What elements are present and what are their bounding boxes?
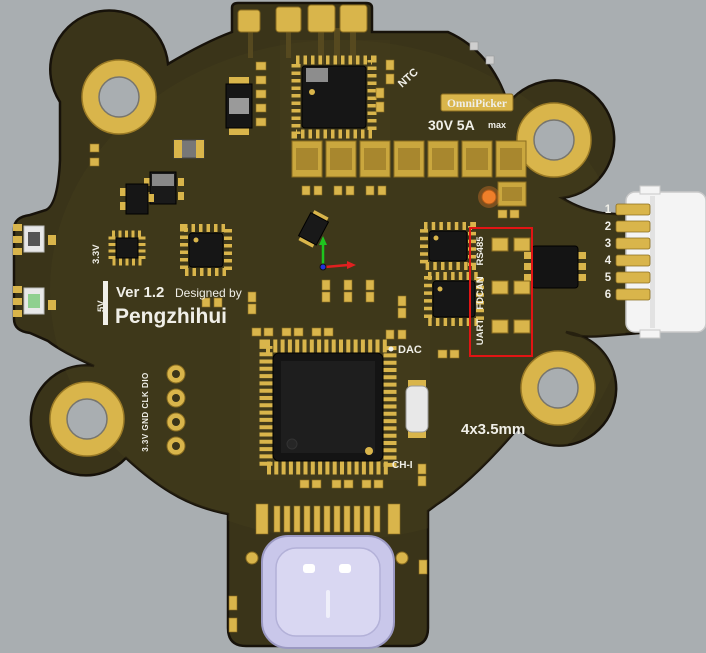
debug-header-holes [166, 364, 186, 456]
omnipicker-badge [440, 93, 514, 112]
edge-led-2 [13, 286, 56, 317]
top-edge-pads [237, 4, 368, 33]
red-annotation-box [469, 227, 533, 357]
designed-by-label: Designed by [175, 286, 242, 300]
mounting-hole-top-right [516, 102, 592, 178]
power-ic-chip [291, 55, 377, 139]
crystal-oscillator [405, 380, 429, 438]
status-led-orange [478, 186, 500, 208]
version-label: Ver 1.2 [116, 284, 164, 301]
pin-number-1: 1 [605, 204, 612, 216]
pin-number-6: 6 [605, 289, 611, 301]
usb-pin-pads [255, 503, 401, 535]
connector-pins [615, 203, 651, 301]
ch1-label: CH-I [392, 460, 413, 471]
transceiver-chip [524, 245, 586, 289]
omnipicker-badge-label: OmniPicker [447, 98, 507, 110]
silkscreen: OmniPicker 30V 5A max NTC Ver 1.2 Design… [91, 66, 525, 471]
rating-label: 30V 5A [428, 117, 475, 133]
mount-spec-label: 4x3.5mm [461, 421, 525, 438]
qfn-chip-right-b [424, 272, 484, 326]
pin-number-5: 5 [605, 272, 612, 284]
designer-label: Pengzhihui [115, 305, 227, 328]
pin-number-3: 3 [605, 238, 611, 250]
dac-label: DAC [398, 344, 422, 356]
uart-label: UART [475, 319, 486, 346]
rating-suffix-label: max [488, 120, 506, 130]
ldo-chip-small [108, 230, 146, 266]
passive-components-upper [120, 139, 205, 215]
fdcan-label: FDCAN [475, 276, 486, 309]
mounting-hole-bottom-left [49, 381, 125, 457]
v33-label: 3.3V [91, 244, 102, 264]
mounting-holes [49, 59, 596, 457]
v5-label: 5V [96, 300, 107, 312]
passive-pads [89, 41, 520, 633]
mounting-hole-bottom-right [520, 350, 596, 426]
origin-marker [319, 236, 356, 271]
qfn-chip-right-a [420, 222, 476, 270]
main-mcu-chip [259, 339, 397, 475]
rs485-label: RS485 [475, 236, 486, 266]
debug-pinout-label: 3.3V GND CLK DIO [141, 372, 150, 452]
interface-pad-group [469, 227, 533, 357]
side-connector: 1 2 3 4 5 6 [605, 185, 706, 339]
mounting-hole-top-left [81, 59, 157, 135]
tilted-diode [297, 210, 330, 248]
pin-number-2: 2 [605, 221, 611, 233]
usb-c-connector [245, 503, 409, 649]
edge-led-1 [13, 224, 56, 255]
regulator-chip [225, 77, 253, 135]
pin-number-4: 4 [605, 255, 612, 267]
qfn-chip-left [180, 224, 232, 276]
capacitor-bank [291, 140, 527, 207]
